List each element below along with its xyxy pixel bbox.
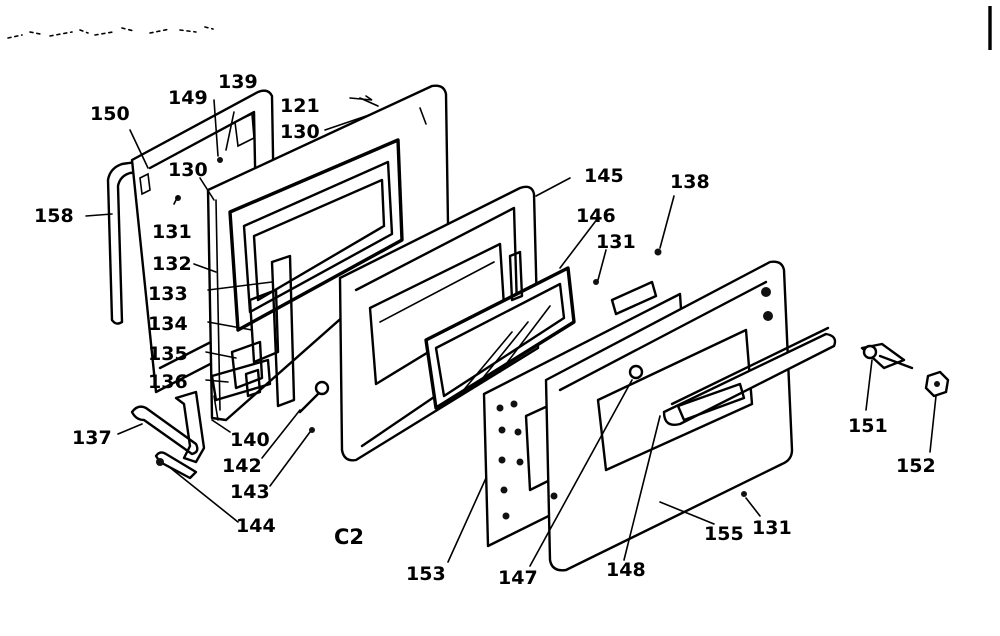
scan-noise	[7, 6, 992, 50]
label-148: 148	[606, 559, 646, 581]
handle-nut-152	[924, 370, 950, 398]
label-135: 135	[148, 343, 188, 365]
label-158: 158	[34, 205, 74, 227]
label-153: 153	[406, 563, 446, 585]
door-handle	[662, 326, 837, 426]
leader-lines	[85, 95, 937, 567]
label-131-b: 131	[596, 231, 636, 253]
label-138: 138	[670, 171, 710, 193]
label-145: 145	[584, 165, 624, 187]
glass-pane-146	[424, 250, 576, 410]
label-144: 144	[236, 515, 276, 537]
label-133: 133	[148, 283, 188, 305]
figure-label: C2	[334, 525, 364, 549]
label-132: 132	[152, 253, 192, 275]
label-130: 130	[280, 121, 320, 143]
label-149: 149	[168, 87, 208, 109]
label-155: 155	[704, 523, 744, 545]
label-137: 137	[72, 427, 112, 449]
handle-bolt-151	[860, 342, 914, 370]
label-142: 142	[222, 455, 262, 477]
hinge-bracket-assembly	[210, 254, 296, 421]
inner-door-panel	[206, 84, 450, 422]
label-151: 151	[848, 415, 888, 437]
label-131-c: 131	[752, 517, 792, 539]
inner-liner-panel-145	[338, 185, 540, 462]
label-131-a: 131	[152, 221, 192, 243]
label-136: 136	[148, 371, 188, 393]
label-146: 146	[576, 205, 616, 227]
side-gasket-158	[106, 158, 157, 325]
label-134: 134	[148, 313, 188, 335]
label-140: 140	[230, 429, 270, 451]
screws-140-143	[298, 380, 330, 433]
label-130b: 130	[168, 159, 208, 181]
label-147: 147	[498, 567, 538, 589]
label-121: 121	[280, 95, 320, 117]
label-139: 139	[218, 71, 258, 93]
part-labels: 121 130 149 139 150 130 158 131 132 133 …	[34, 71, 936, 589]
hinge-arm-137	[130, 390, 206, 480]
label-150: 150	[90, 103, 130, 125]
label-152: 152	[896, 455, 936, 477]
label-143: 143	[230, 481, 270, 503]
